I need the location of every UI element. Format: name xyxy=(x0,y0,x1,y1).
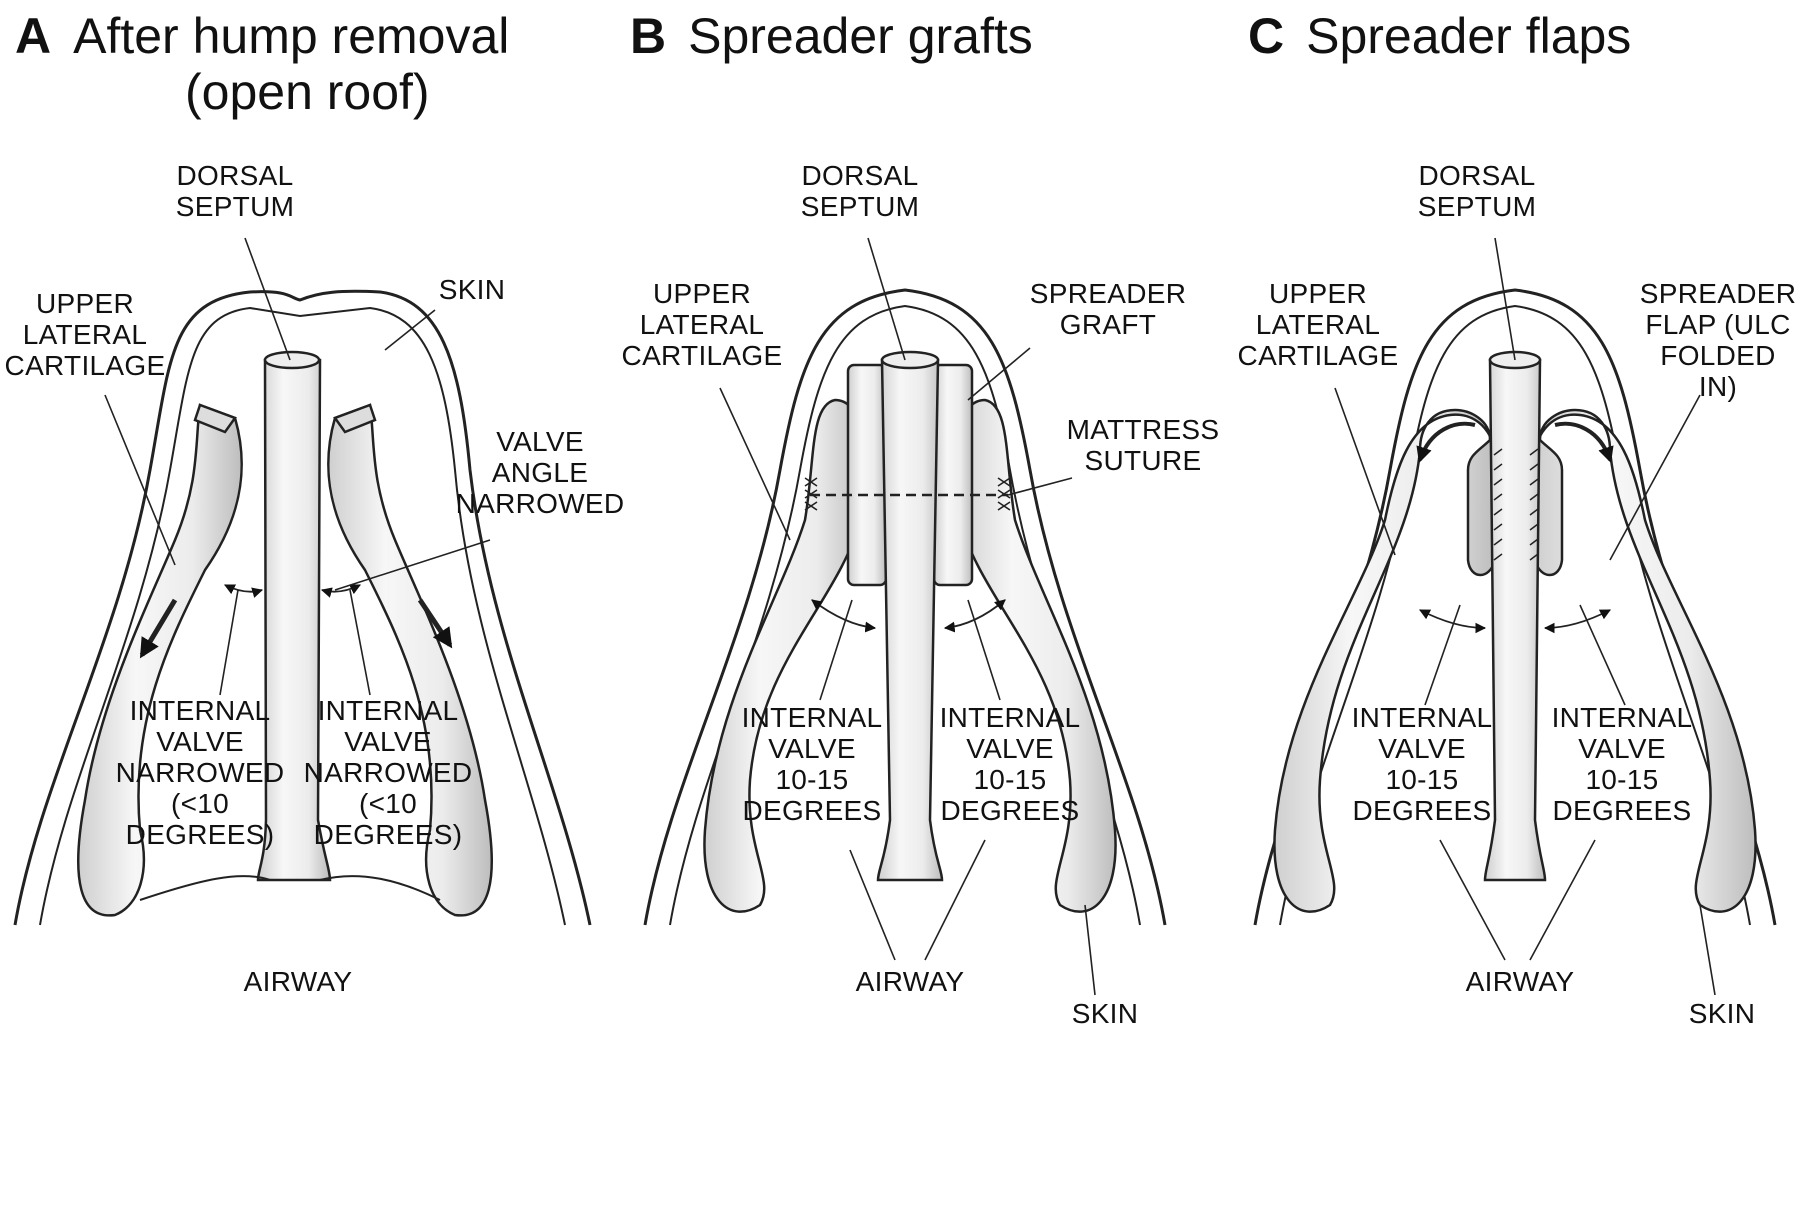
label-c-spreader-flap: SPREADER FLAP (ULC FOLDED IN) xyxy=(1639,278,1797,402)
label-c-internal-valve-right: INTERNAL VALVE 10-15 DEGREES xyxy=(1551,702,1693,826)
panel-a-letter: A xyxy=(15,8,52,64)
panel-c-title: C Spreader flaps xyxy=(1248,8,1631,64)
spreader-flap-c-right xyxy=(1533,408,1757,913)
label-c-internal-valve-left: INTERNAL VALVE 10-15 DEGREES xyxy=(1351,702,1493,826)
spreader-flap-c-left xyxy=(1273,408,1497,913)
panel-c-drawing xyxy=(1253,237,1777,996)
label-c-airway: AIRWAY xyxy=(1465,966,1575,997)
label-c-dorsal-septum: DORSAL SEPTUM xyxy=(1417,160,1537,222)
label-c-upper-lateral-cartilage: UPPER LATERAL CARTILAGE xyxy=(1237,278,1399,371)
upper-lateral-cartilage-b-right xyxy=(954,398,1117,913)
panel-a-title-text: After hump removal xyxy=(73,8,510,64)
panel-c-letter: C xyxy=(1248,8,1285,64)
skin-outline-a xyxy=(13,289,592,926)
label-a-internal-valve-right: INTERNAL VALVE NARROWED (<10 DEGREES) xyxy=(303,695,473,850)
upper-lateral-cartilage-a-right xyxy=(327,403,493,917)
dorsal-septum-c xyxy=(1483,358,1547,882)
panel-b-title: B Spreader grafts xyxy=(630,8,1033,64)
panel-b-title-text: Spreader grafts xyxy=(688,8,1033,64)
skin-outline-b xyxy=(643,288,1167,926)
dorsal-septum-b xyxy=(876,358,944,882)
label-a-dorsal-septum: DORSAL SEPTUM xyxy=(175,160,295,222)
label-b-skin: SKIN xyxy=(1071,998,1139,1029)
label-b-mattress-suture: MATTRESS SUTURE xyxy=(1066,414,1220,476)
upper-lateral-cartilage-a-left xyxy=(77,403,243,917)
label-b-airway: AIRWAY xyxy=(855,966,965,997)
panel-a-subtitle: (open roof) xyxy=(185,64,430,120)
spreader-graft-b-right xyxy=(932,363,974,587)
panel-b-letter: B xyxy=(630,8,667,64)
label-b-internal-valve-left: INTERNAL VALVE 10-15 DEGREES xyxy=(741,702,883,826)
label-b-dorsal-septum: DORSAL SEPTUM xyxy=(800,160,920,222)
panel-b-drawing xyxy=(643,237,1167,996)
spreader-graft-b-left xyxy=(846,363,888,587)
label-a-upper-lateral-cartilage: UPPER LATERAL CARTILAGE xyxy=(4,288,166,381)
label-a-internal-valve-left: INTERNAL VALVE NARROWED (<10 DEGREES) xyxy=(115,695,285,850)
dorsal-septum-a xyxy=(256,358,332,882)
label-b-internal-valve-right: INTERNAL VALVE 10-15 DEGREES xyxy=(939,702,1081,826)
panel-c-title-text: Spreader flaps xyxy=(1306,8,1632,64)
panel-a-drawing xyxy=(13,237,592,926)
label-a-skin: SKIN xyxy=(438,274,506,305)
panel-a-title: A After hump removal xyxy=(15,8,509,64)
label-c-skin: SKIN xyxy=(1688,998,1756,1029)
label-a-valve-angle: VALVE ANGLE NARROWED xyxy=(455,426,625,519)
label-b-upper-lateral-cartilage: UPPER LATERAL CARTILAGE xyxy=(621,278,783,371)
label-b-spreader-graft: SPREADER GRAFT xyxy=(1029,278,1187,340)
label-a-airway: AIRWAY xyxy=(243,966,353,997)
